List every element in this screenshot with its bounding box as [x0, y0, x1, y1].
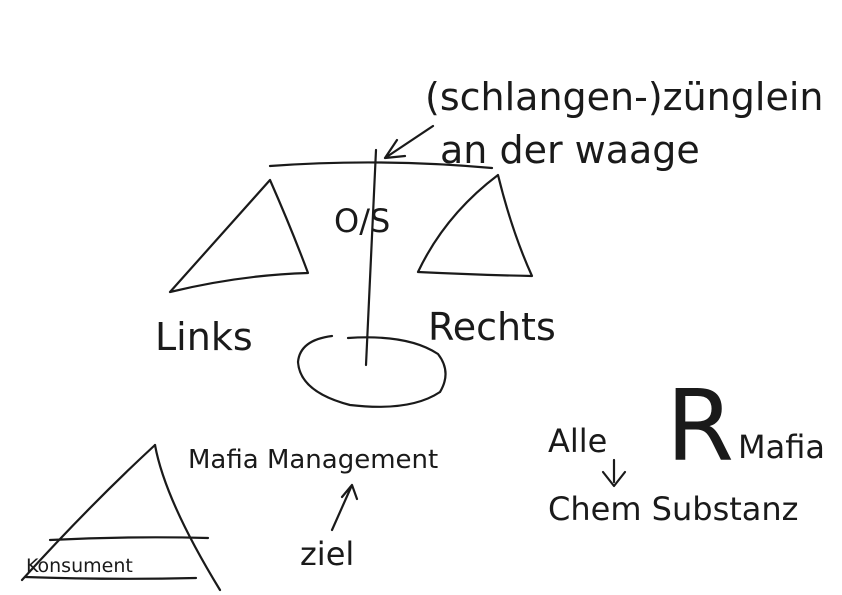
mafia-label: Mafia [738, 428, 825, 466]
left-pan-label: Links [155, 315, 253, 359]
annotation-line-2: an der waage [440, 128, 700, 172]
pyramid-left-edge [20, 443, 157, 582]
pyramid-base-underline [23, 575, 198, 580]
scale-base [296, 334, 447, 408]
scale-beam [268, 161, 494, 170]
big-letter: R [666, 370, 734, 484]
annotation-line-1: (schlangen-)zünglein [425, 75, 823, 119]
pyramid-base-label: Konsument [26, 555, 133, 577]
chem-label: Chem Substanz [548, 490, 798, 528]
right-pan-label: Rechts [428, 305, 556, 349]
balance-scale [168, 148, 534, 408]
alle-label: Alle [548, 422, 607, 460]
pyramid-divider [48, 536, 210, 542]
pyramid-top-label: Mafia Management [188, 445, 438, 475]
right-pan [416, 173, 534, 278]
annotation: (schlangen-)zünglein an der waage [383, 75, 823, 172]
goal-arrow [330, 483, 359, 532]
down-arrow [601, 458, 627, 488]
pyramid-right-edge [153, 443, 222, 592]
annotation-arrow [383, 124, 435, 160]
goal-label: ziel [300, 535, 354, 573]
center-label: O/S [334, 202, 390, 240]
left-pan [168, 178, 310, 294]
pyramid [20, 443, 222, 592]
scale-pillar [364, 148, 378, 367]
